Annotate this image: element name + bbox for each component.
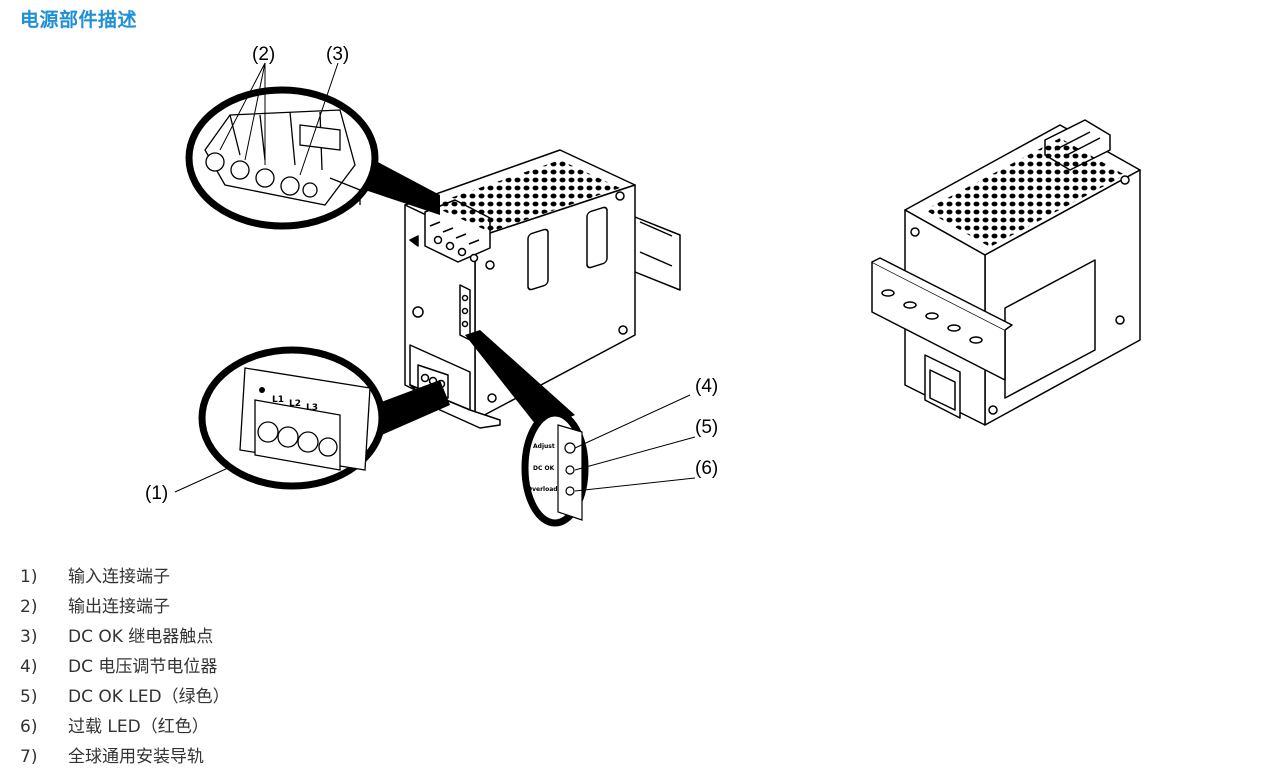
list-item: 5)DC OK LED（绿色） <box>20 687 230 707</box>
list-item: 4)DC 电压调节电位器 <box>20 657 218 677</box>
zoom-output-terminals <box>185 86 440 230</box>
zoom-led-panel: Adjust DC OK Overload <box>465 330 589 527</box>
callout-6: (6) <box>695 458 718 479</box>
callout-5: (5) <box>695 417 718 438</box>
callout-1: (1) <box>145 483 168 504</box>
callout-2: (2) <box>252 44 275 65</box>
list-item: 1)输入连接端子 <box>20 567 170 587</box>
terminal-label-l2: L2 <box>289 399 301 409</box>
led-label-dc-ok: DC OK <box>533 465 555 472</box>
callout-3: (3) <box>326 44 349 65</box>
terminal-label-l3: L3 <box>306 403 318 413</box>
list-item: 2)输出连接端子 <box>20 597 170 617</box>
zoom-input-terminals: L1 L2 L3 <box>198 346 450 490</box>
section-title: 电源部件描述 <box>20 9 138 31</box>
leader-lines <box>174 62 696 493</box>
component-legend: 1)输入连接端子 2)输出连接端子 3)DC OK 继电器触点 4)DC 电压调… <box>20 562 230 772</box>
overload-led-icon <box>565 486 575 496</box>
led-label-adjust: Adjust <box>533 443 555 450</box>
list-item: 6)过载 LED（红色） <box>20 717 209 737</box>
led-label-overload: Overload <box>527 486 558 493</box>
terminal-label-l1: L1 <box>272 395 284 405</box>
list-item: 3)DC OK 继电器触点 <box>20 627 214 647</box>
list-item: 7)全球通用安装导轨 <box>20 747 204 767</box>
callout-4: (4) <box>695 376 718 397</box>
dc-ok-led-icon <box>565 465 575 475</box>
potentiometer-icon <box>564 442 576 454</box>
power-supply-illustration: L1 L2 L3 Adjust DC OK Overload (2) (3) (… <box>145 44 1141 527</box>
